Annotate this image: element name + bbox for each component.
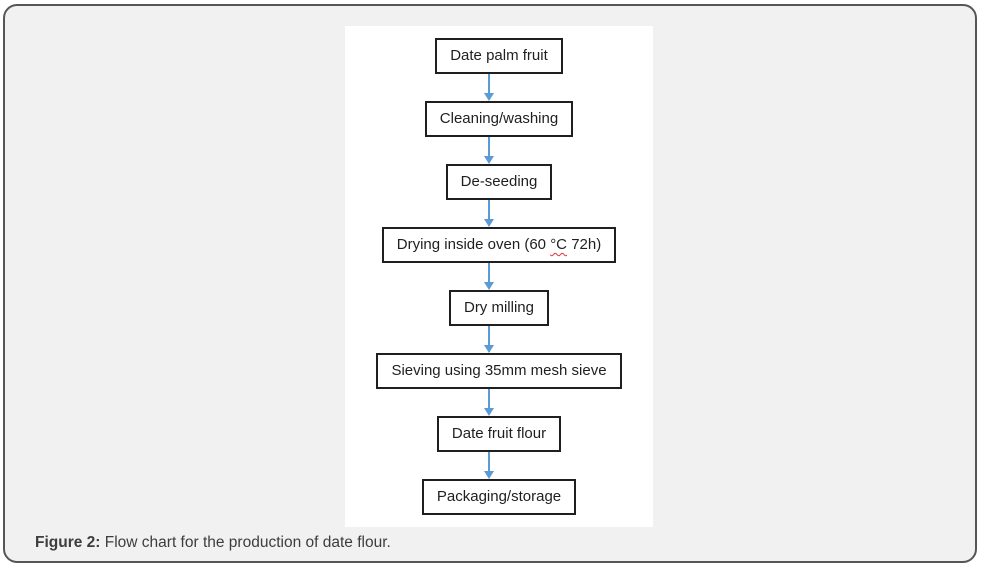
- down-arrow-shaft: [488, 326, 490, 346]
- down-arrow-shaft: [488, 389, 490, 409]
- flow-step-label-part: Drying inside oven (60: [396, 236, 551, 253]
- flow-step-box: Drying inside oven (60 °C 72h): [381, 227, 617, 263]
- flow-step-box: Cleaning/washing: [424, 101, 574, 137]
- down-arrow-head: [484, 93, 494, 101]
- figure-caption-label: Figure 2:: [35, 534, 101, 551]
- down-arrow-shaft: [488, 452, 490, 472]
- down-arrow-shaft: [488, 200, 490, 220]
- flow-step-label: Dry milling: [463, 299, 534, 316]
- down-arrow-head: [484, 408, 494, 416]
- figure-caption-text: Flow chart for the production of date fl…: [100, 534, 391, 551]
- down-arrow: [484, 326, 494, 353]
- flow-step-box: Sieving using 35mm mesh sieve: [376, 353, 622, 389]
- down-arrow-shaft: [488, 74, 490, 94]
- down-arrow-head: [484, 345, 494, 353]
- flow-step-label: Cleaning/washing: [439, 110, 559, 127]
- down-arrow: [484, 137, 494, 164]
- flow-step-label: Drying inside oven (60 °C 72h): [397, 236, 601, 253]
- flow-step-label: Date palm fruit: [450, 47, 548, 64]
- down-arrow-head: [484, 471, 494, 479]
- flow-step-box: De-seeding: [445, 164, 553, 200]
- flow-step-box: Date palm fruit: [435, 38, 563, 74]
- down-arrow: [484, 452, 494, 479]
- down-arrow-shaft: [488, 263, 490, 283]
- down-arrow: [484, 74, 494, 101]
- down-arrow: [484, 389, 494, 416]
- flow-step-box: Packaging/storage: [421, 479, 577, 515]
- flow-step-box: Date fruit flour: [436, 416, 562, 452]
- down-arrow-head: [484, 156, 494, 164]
- flow-step-label: De-seeding: [460, 173, 538, 190]
- down-arrow: [484, 200, 494, 227]
- figure-caption: Figure 2: Flow chart for the production …: [35, 533, 391, 552]
- down-arrow-shaft: [488, 137, 490, 157]
- flow-step-box: Dry milling: [448, 290, 549, 326]
- flow-step-label-part: 72h): [567, 236, 602, 253]
- flow-step-label: Packaging/storage: [436, 488, 562, 505]
- flow-step-label-misspelled: °C: [550, 236, 568, 253]
- flow-step-label: Sieving using 35mm mesh sieve: [391, 362, 607, 379]
- down-arrow-head: [484, 282, 494, 290]
- down-arrow: [484, 263, 494, 290]
- flow-step-label: Date fruit flour: [451, 425, 547, 442]
- down-arrow-head: [484, 219, 494, 227]
